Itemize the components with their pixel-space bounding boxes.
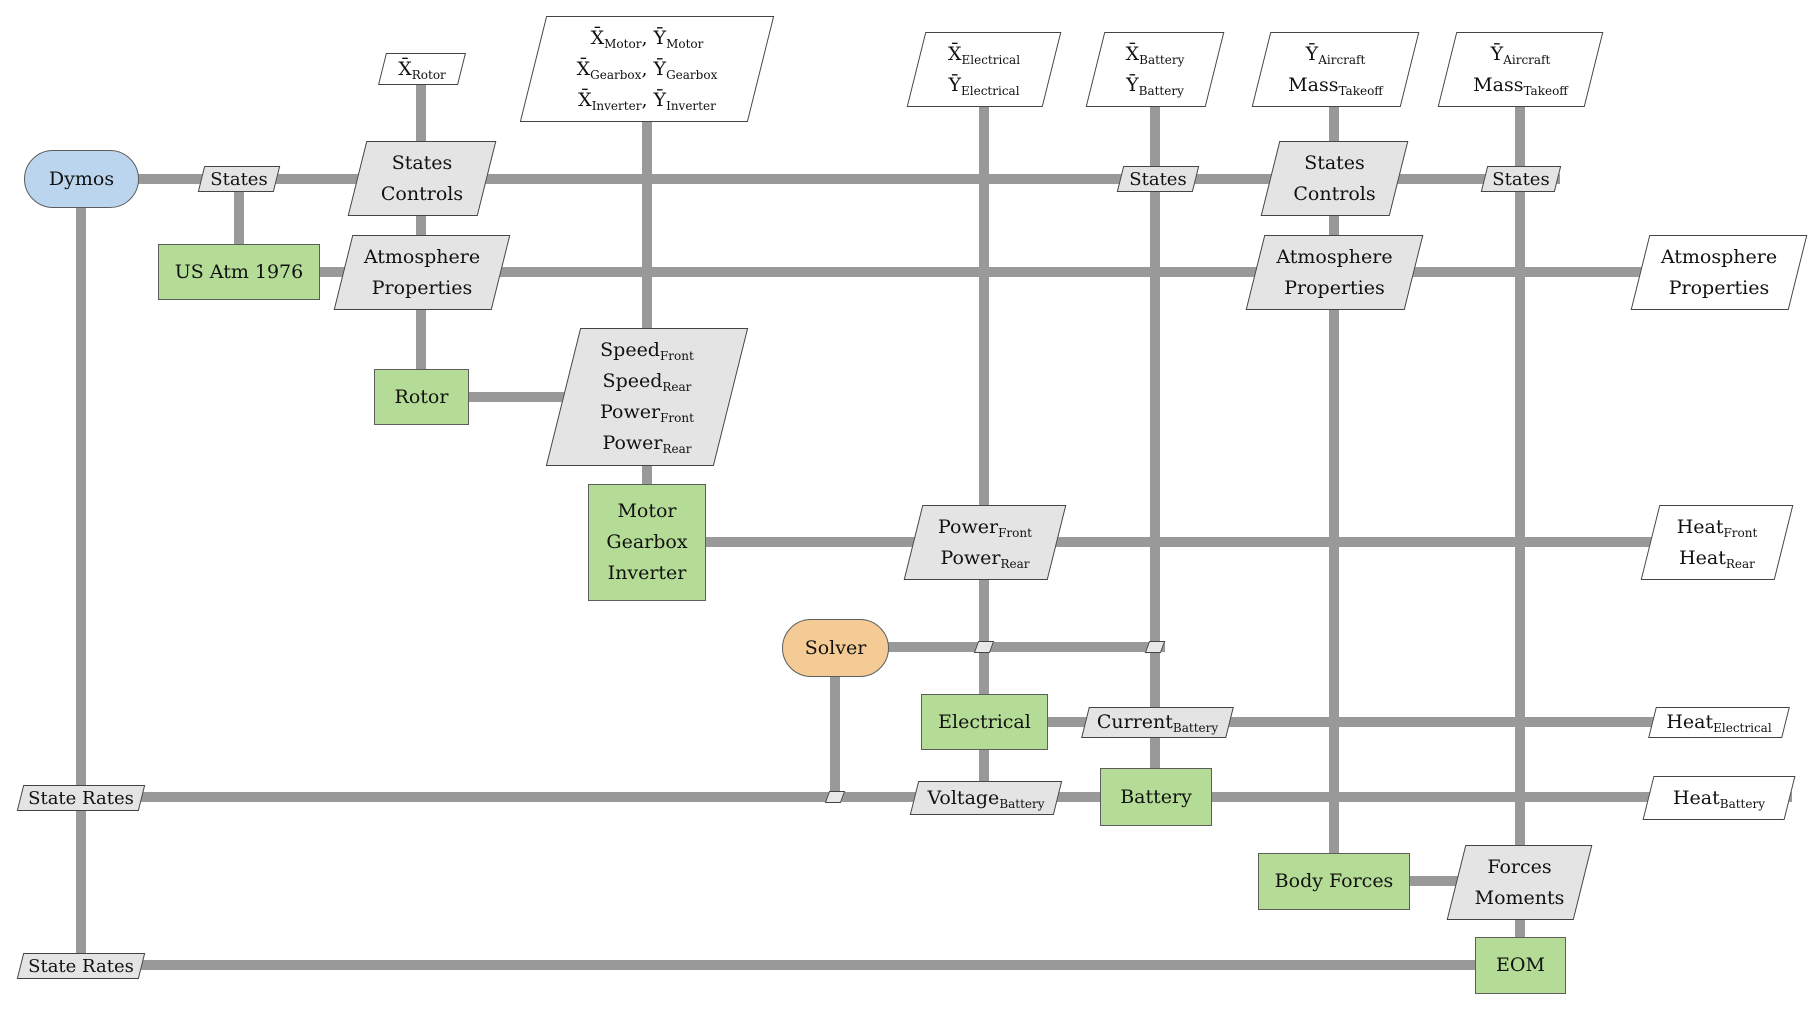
moments-label: Moments: [1474, 886, 1565, 909]
gearbox-label: Gearbox: [606, 531, 688, 553]
current-battery-var: CurrentBattery: [1081, 707, 1234, 738]
electrical-label: Electrical: [938, 710, 1031, 733]
motor-label: Motor: [617, 500, 677, 522]
heat-electrical-label: HeatElectrical: [1666, 711, 1772, 735]
state-rates-label: State Rates: [28, 787, 134, 809]
dymos-driver[interactable]: Dymos: [24, 150, 139, 208]
eom-block[interactable]: EOM: [1475, 937, 1566, 994]
x-electrical-label: X̄Electrical: [947, 42, 1021, 67]
heat-front-label: HeatFront: [1676, 515, 1758, 540]
atmosphere-label: Atmosphere: [1660, 245, 1778, 268]
atmosphere-properties-var-body: Atmosphere Properties: [1245, 235, 1424, 310]
atmosphere-label: Atmosphere: [363, 245, 481, 268]
y-battery-label: ȲBattery: [1126, 73, 1184, 98]
properties-label: Properties: [1284, 276, 1385, 299]
solver-connector-battery: [1144, 641, 1166, 653]
battery-block[interactable]: Battery: [1100, 768, 1212, 826]
controls-label: Controls: [380, 182, 464, 205]
controls-label: Controls: [1293, 182, 1376, 205]
battery-label: Battery: [1120, 785, 1192, 808]
speed-rear-label: SpeedRear: [602, 370, 692, 394]
y-aircraft-label: ȲAircraft: [1305, 42, 1366, 67]
body-forces-label: Body Forces: [1274, 870, 1394, 892]
y-aircraft-label: ȲAircraft: [1490, 42, 1551, 67]
voltage-battery-label: VoltageBattery: [927, 786, 1045, 811]
heat-rear-label: HeatRear: [1679, 546, 1755, 571]
properties-label: Properties: [1668, 276, 1770, 299]
eom-label: EOM: [1496, 954, 1545, 976]
states-controls-var-body: States Controls: [1260, 141, 1409, 216]
eom-inputs: ȲAircraft MassTakeoff: [1437, 32, 1604, 107]
states-var-eom: States: [1480, 166, 1562, 192]
states-controls-var-rotor: States Controls: [347, 141, 497, 216]
power-front-label: PowerFront: [938, 515, 1032, 540]
state-rates-var-1: State Rates: [16, 785, 146, 811]
state-rates-var-2: State Rates: [16, 953, 146, 979]
states-label: States: [1304, 151, 1365, 174]
x-y-inverter-label: X̄Inverter, ȲInverter: [578, 88, 716, 113]
power-var-motor: PowerFront PowerRear: [903, 505, 1067, 580]
us-atm-1976-block[interactable]: US Atm 1976: [158, 244, 320, 300]
mass-takeoff-label: MassTakeoff: [1473, 73, 1568, 98]
x-rotor-input: X̄Rotor: [378, 53, 466, 85]
atmosphere-properties-var-rotor: Atmosphere Properties: [333, 235, 511, 310]
atmosphere-label: Atmosphere: [1276, 245, 1393, 268]
motor-gearbox-inverter-block[interactable]: Motor Gearbox Inverter: [588, 484, 706, 601]
electrical-block[interactable]: Electrical: [921, 694, 1048, 750]
heat-electrical-output: HeatElectrical: [1648, 707, 1790, 738]
solver-block[interactable]: Solver: [782, 619, 889, 677]
heat-battery-output: HeatBattery: [1642, 776, 1796, 820]
speed-power-var: SpeedFront SpeedRear PowerFront PowerRea…: [545, 328, 749, 466]
states-var-electrical: States: [1116, 166, 1200, 192]
rotor-label: Rotor: [394, 385, 449, 408]
y-electrical-label: ȲElectrical: [948, 73, 1020, 98]
atmosphere-properties-output: Atmosphere Properties: [1630, 235, 1808, 310]
state-rates-label: State Rates: [28, 955, 134, 977]
electrical-inputs: X̄Electrical ȲElectrical: [906, 32, 1062, 107]
speed-front-label: SpeedFront: [600, 339, 694, 363]
battery-inputs: X̄Battery ȲBattery: [1085, 32, 1225, 107]
inverter-label: Inverter: [607, 562, 687, 584]
forces-label: Forces: [1487, 855, 1552, 878]
body-forces-block[interactable]: Body Forces: [1258, 853, 1410, 910]
heat-motor-output: HeatFront HeatRear: [1640, 505, 1794, 580]
motor-gearbox-inverter-inputs: X̄Motor, ȲMotor X̄Gearbox, ȲGearbox X̄In…: [519, 16, 775, 122]
properties-label: Properties: [371, 276, 473, 299]
solver-connector-state-rates: [824, 791, 846, 803]
voltage-battery-var: VoltageBattery: [909, 781, 1063, 815]
power-rear-label: PowerRear: [940, 546, 1030, 571]
current-battery-label: CurrentBattery: [1096, 711, 1219, 735]
x-y-motor-label: X̄Motor, ȲMotor: [590, 26, 704, 51]
us-atm-label: US Atm 1976: [174, 260, 304, 283]
rotor-block[interactable]: Rotor: [374, 369, 469, 425]
mass-takeoff-label: MassTakeoff: [1288, 73, 1383, 98]
states-label: States: [210, 168, 268, 190]
states-label: States: [1492, 168, 1550, 190]
heat-battery-label: HeatBattery: [1672, 786, 1765, 811]
power-rear-label: PowerRear: [602, 432, 692, 456]
x-battery-label: X̄Battery: [1125, 42, 1185, 67]
solver-connector-electrical: [973, 641, 995, 653]
body-forces-inputs: ȲAircraft MassTakeoff: [1251, 32, 1420, 107]
states-var-dymos: States: [197, 166, 281, 192]
x-rotor-label: X̄Rotor: [398, 57, 446, 82]
power-front-label: PowerFront: [600, 401, 694, 425]
states-label: States: [391, 151, 453, 174]
dymos-label: Dymos: [48, 167, 115, 190]
solver-label: Solver: [804, 636, 867, 659]
x-y-gearbox-label: X̄Gearbox, ȲGearbox: [576, 57, 718, 82]
states-label: States: [1129, 168, 1187, 190]
forces-moments-var: Forces Moments: [1446, 845, 1593, 920]
